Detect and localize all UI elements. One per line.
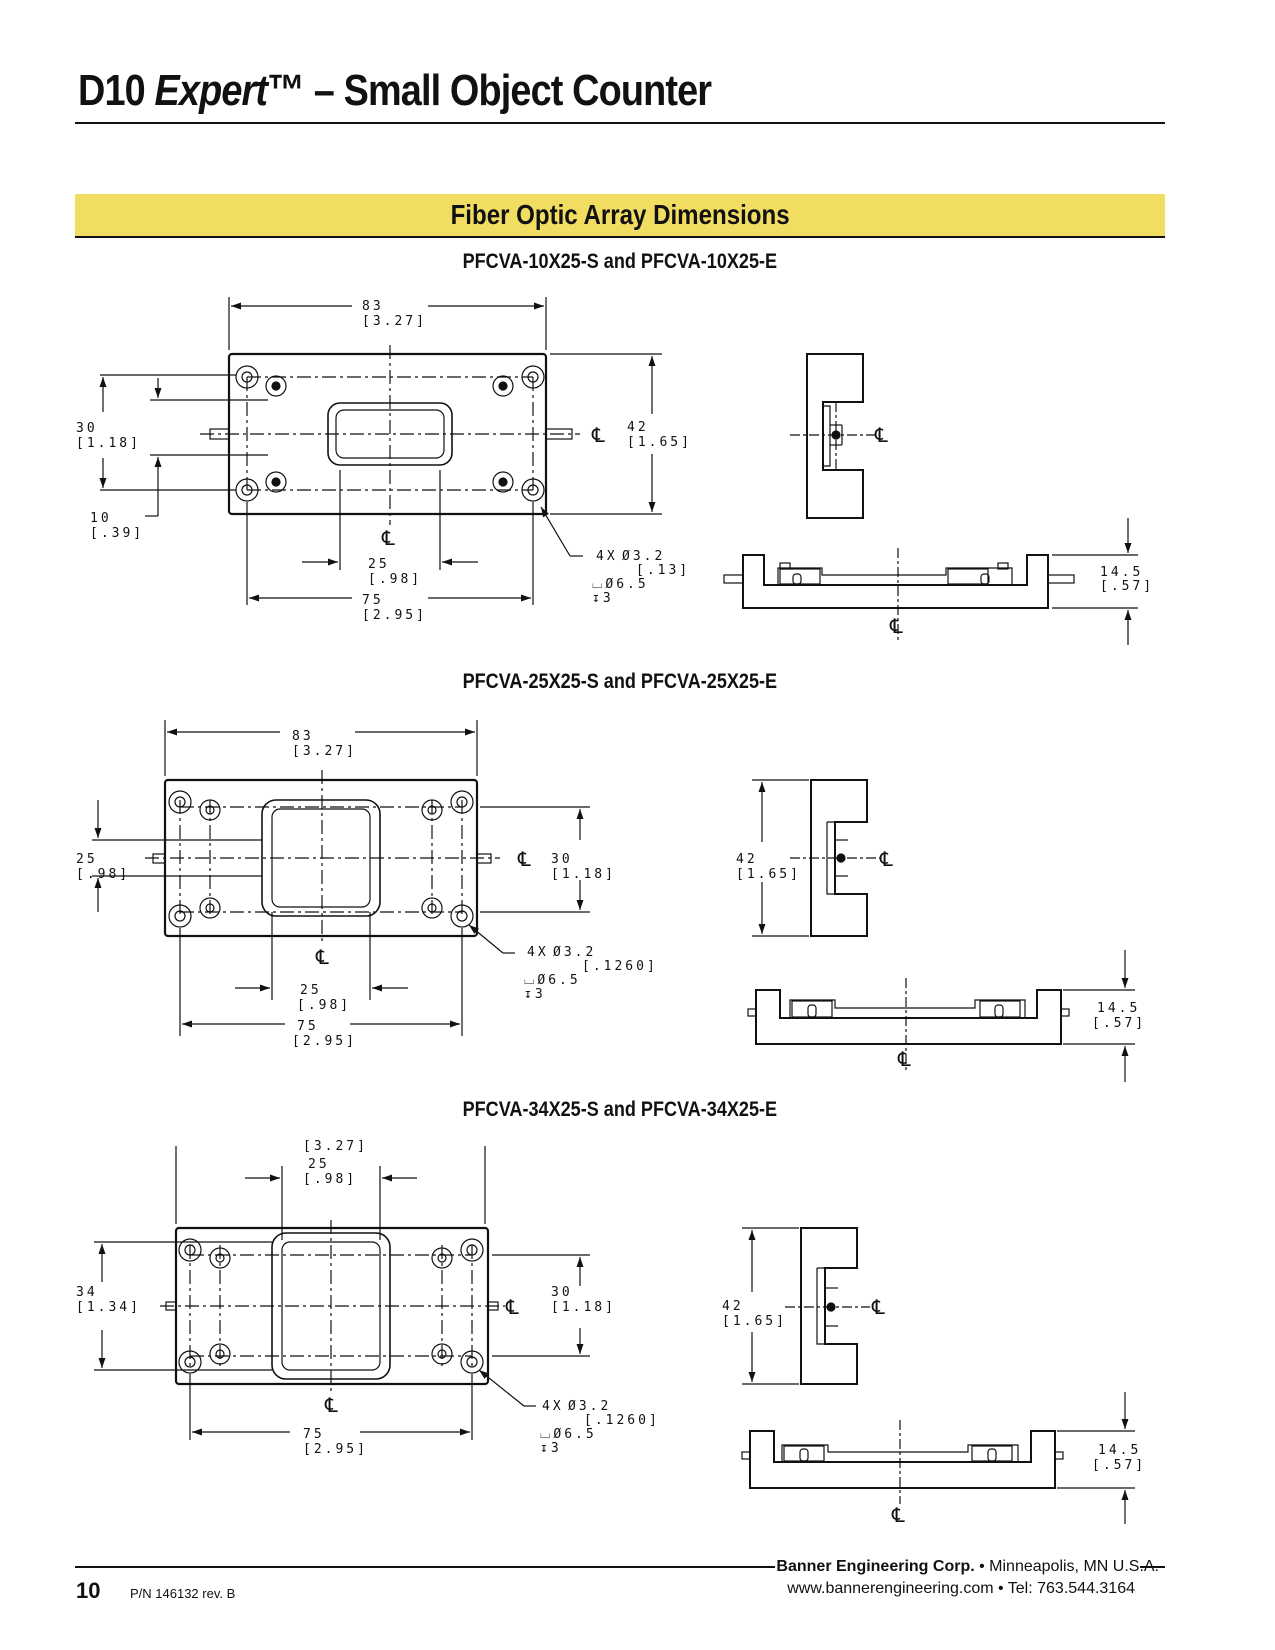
dim-3-height-in: [1.65] — [722, 1314, 787, 1329]
dim-2-window-v: 25 — [76, 852, 98, 867]
dim-1-hole-dia: Ø3.2 — [622, 549, 665, 564]
dim-3-hole-dia: Ø3.2 — [568, 1399, 611, 1414]
centerline-1c: ℄ — [874, 423, 888, 447]
dim-2-cbore: ⌴Ø6.5 — [524, 973, 581, 988]
dim-1-window: 25 — [368, 557, 390, 572]
page-title: D10 Expert™ – Small Object Counter — [78, 66, 712, 115]
dim-1-depth: ↧3 — [592, 591, 614, 606]
dim-2-window: 25 — [300, 983, 322, 998]
section-header-bar: Fiber Optic Array Dimensions — [75, 194, 1165, 238]
dim-2-hole-dia-in: [.1260] — [582, 959, 658, 974]
dim-2-hole-dia: Ø3.2 — [553, 945, 596, 960]
dim-1-height-in: [1.65] — [627, 435, 692, 450]
dim-2-hole-h: 75 — [297, 1019, 319, 1034]
dim-1-overall-w: 83 — [362, 299, 384, 314]
centerline-2b: ℄ — [315, 945, 329, 969]
part-number: P/N 146132 rev. B — [130, 1586, 236, 1601]
centerline-3a: ℄ — [505, 1295, 519, 1319]
footer-phone: Tel: 763.544.3164 — [1007, 1580, 1135, 1597]
footer-rule-right — [1140, 1566, 1165, 1568]
dim-3-thickness: 14.5 — [1098, 1443, 1141, 1458]
footer-company: Banner Engineering Corp. • Minneapolis, … — [776, 1558, 1159, 1575]
dim-2-overall-w-in: [3.27] — [292, 744, 357, 759]
dim-1-hole-v: 30 — [76, 421, 98, 436]
dim-2-window-v-in: [.98] — [76, 867, 130, 882]
dim-3-thickness-in: [.57] — [1092, 1458, 1146, 1473]
dim-1-hole-v-in: [1.18] — [76, 436, 141, 451]
dim-2-thickness-in: [.57] — [1092, 1016, 1146, 1031]
centerline-3c: ℄ — [871, 1295, 885, 1319]
top-view-1 — [99, 297, 662, 605]
dim-1-thickness: 14.5 — [1100, 565, 1143, 580]
dim-2-hole-h-in: [2.95] — [292, 1034, 357, 1049]
dim-3-overall-w-in: [3.27] — [303, 1139, 368, 1154]
dim-2-hole-count: 4X — [527, 945, 549, 960]
dim-1-height: 42 — [627, 420, 649, 435]
dim-1-cbore: ⌴Ø6.5 — [592, 577, 649, 592]
dim-2-overall-w: 83 — [292, 729, 314, 744]
dim-1-hole-count: 4X — [596, 549, 618, 564]
centerline-3d: ℄ — [891, 1503, 905, 1527]
centerline-2a: ℄ — [517, 847, 531, 871]
drawing-title-2: PFCVA-25X25-S and PFCVA-25X25-E — [462, 670, 778, 693]
footer-rule — [75, 1566, 775, 1568]
dim-3-hole-h: 75 — [303, 1427, 325, 1442]
centerline-1b: ℄ — [381, 526, 395, 550]
section-title: Fiber Optic Array Dimensions — [450, 199, 790, 230]
dim-3-depth: ↧3 — [540, 1441, 562, 1456]
dim-3-window-v: 34 — [76, 1285, 98, 1300]
front-view-1 — [723, 518, 1138, 645]
dim-1-thickness-in: [.57] — [1100, 579, 1154, 594]
drawing-title-3: PFCVA-34X25-S and PFCVA-34X25-E — [462, 1098, 778, 1121]
title-rule — [75, 122, 1165, 124]
dim-2-hole-v-in: [1.18] — [551, 867, 616, 882]
drawing-3 — [94, 1146, 1135, 1524]
dim-3-hole-h-in: [2.95] — [303, 1442, 368, 1457]
drawing-title-1: PFCVA-10X25-S and PFCVA-10X25-E — [462, 250, 778, 273]
dim-1-overall-w-in: [3.27] — [362, 314, 427, 329]
page-number: 10 — [76, 1578, 101, 1603]
drawing-2 — [92, 720, 1135, 1082]
top-view-3 — [94, 1146, 590, 1440]
dim-3-hole-v: 30 — [551, 1285, 573, 1300]
dim-2-window-in: [.98] — [297, 998, 351, 1013]
dim-1-hole-h-in: [2.95] — [362, 608, 427, 623]
footer-contact: www.bannerengineering.com • Tel: 763.544… — [787, 1580, 1135, 1597]
dim-3-cbore: ⌴Ø6.5 — [540, 1427, 597, 1442]
dim-1-edge: 10 — [90, 511, 112, 526]
dim-3-hole-dia-in: [.1260] — [584, 1413, 660, 1428]
dim-3-window: 25 — [308, 1157, 330, 1172]
top-view-2 — [92, 720, 590, 1036]
dim-2-thickness: 14.5 — [1097, 1001, 1140, 1016]
drawing-1 — [99, 297, 1138, 645]
dim-2-depth: ↧3 — [524, 987, 546, 1002]
dim-3-window-v-in: [1.34] — [76, 1300, 141, 1315]
side-view-3 — [742, 1227, 870, 1385]
centerline-1a: ℄ — [591, 423, 605, 447]
side-view-1 — [790, 353, 880, 519]
footer-website[interactable]: www.bannerengineering.com — [787, 1580, 994, 1597]
dim-1-edge-in: [.39] — [90, 526, 144, 541]
dim-2-height-in: [1.65] — [736, 867, 801, 882]
dim-3-window-in: [.98] — [303, 1172, 357, 1187]
dim-2-height: 42 — [736, 852, 758, 867]
front-view-2 — [747, 950, 1135, 1082]
dim-3-height: 42 — [722, 1299, 744, 1314]
side-view-2 — [752, 779, 880, 937]
centerline-3b: ℄ — [324, 1393, 338, 1417]
centerline-1d: ℄ — [889, 614, 903, 638]
dim-2-hole-v: 30 — [551, 852, 573, 867]
dim-1-hole-dia-in: [.13] — [636, 563, 690, 578]
centerline-2c: ℄ — [879, 847, 893, 871]
dim-3-hole-count: 4X — [542, 1399, 564, 1414]
dim-1-window-in: [.98] — [368, 572, 422, 587]
front-view-3 — [741, 1392, 1135, 1524]
dim-1-hole-h: 75 — [362, 593, 384, 608]
centerline-2d: ℄ — [897, 1047, 911, 1071]
dim-3-hole-v-in: [1.18] — [551, 1300, 616, 1315]
